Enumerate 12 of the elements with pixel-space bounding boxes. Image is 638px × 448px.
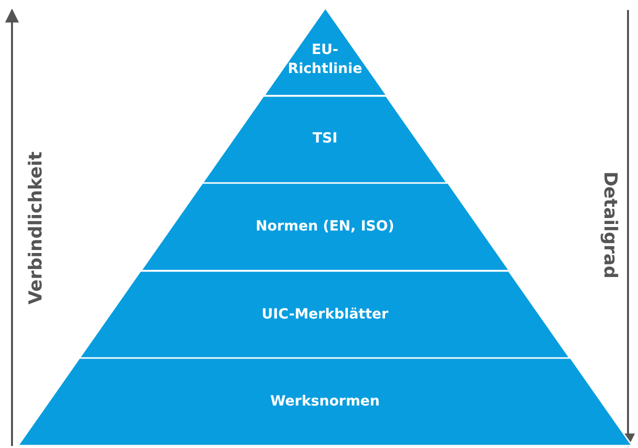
pyramid-layer [140,183,510,271]
pyramid-layer [79,270,571,358]
axis-label: Verbindlichkeit [26,151,46,305]
layer-label: Normen (EN, ISO) [256,218,394,236]
pyramid-layer [264,8,386,96]
layer-label: UIC-Merkblätter [262,305,388,324]
layer-label: Werksnormen [270,392,380,412]
pyramid-layer [202,96,448,184]
layer-label: EU- Richtlinie [288,40,362,79]
layer-label: TSI [312,130,338,149]
axis-label: Detailgrad [600,171,620,279]
pyramid-layer [18,358,632,446]
